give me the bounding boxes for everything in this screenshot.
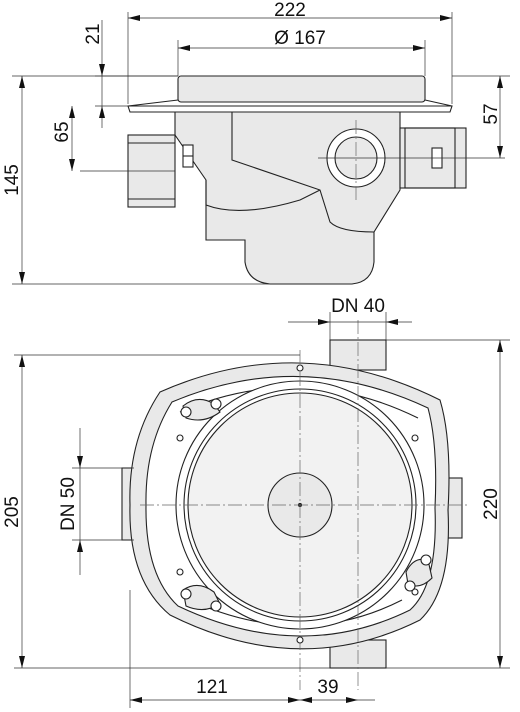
side-dimensions: 222 Ø 167 21 65 145 57: [2, 0, 510, 285]
top-flange: [177, 75, 426, 103]
locking-clip-right: [404, 554, 433, 592]
dim-overall-height: 145: [2, 164, 23, 196]
locking-clip-top-left: [180, 398, 222, 421]
bolt-hole: [296, 364, 304, 372]
bolt-hole: [296, 636, 304, 644]
dim-bore-diameter: Ø 167: [274, 28, 326, 49]
dim-plan-width: 220: [481, 488, 502, 520]
side-view: [80, 75, 505, 285]
dim-center-offset: 121: [196, 677, 228, 698]
dim-overall-width: 222: [274, 0, 306, 21]
plan-view: [121, 320, 470, 690]
plan-dimensions: DN 40 DN 50 205 220 121 39: [2, 296, 510, 708]
locking-clip-bottom-left: [180, 584, 222, 612]
dim-inlet-dn: DN 50: [58, 477, 79, 531]
dim-depth-65: 65: [52, 121, 73, 142]
bolt-hole: [176, 568, 184, 576]
flange-rim: [127, 105, 453, 113]
dim-top-offset: 21: [83, 23, 104, 44]
bolt-hole: [411, 434, 419, 442]
bolt-hole: [411, 588, 419, 596]
dim-outlet-height: 57: [481, 103, 502, 124]
dim-plan-depth: 205: [2, 496, 23, 528]
dim-outlet-offset: 39: [317, 677, 338, 698]
bolt-hole: [176, 434, 184, 442]
dim-outlet-dn: DN 40: [331, 296, 385, 317]
